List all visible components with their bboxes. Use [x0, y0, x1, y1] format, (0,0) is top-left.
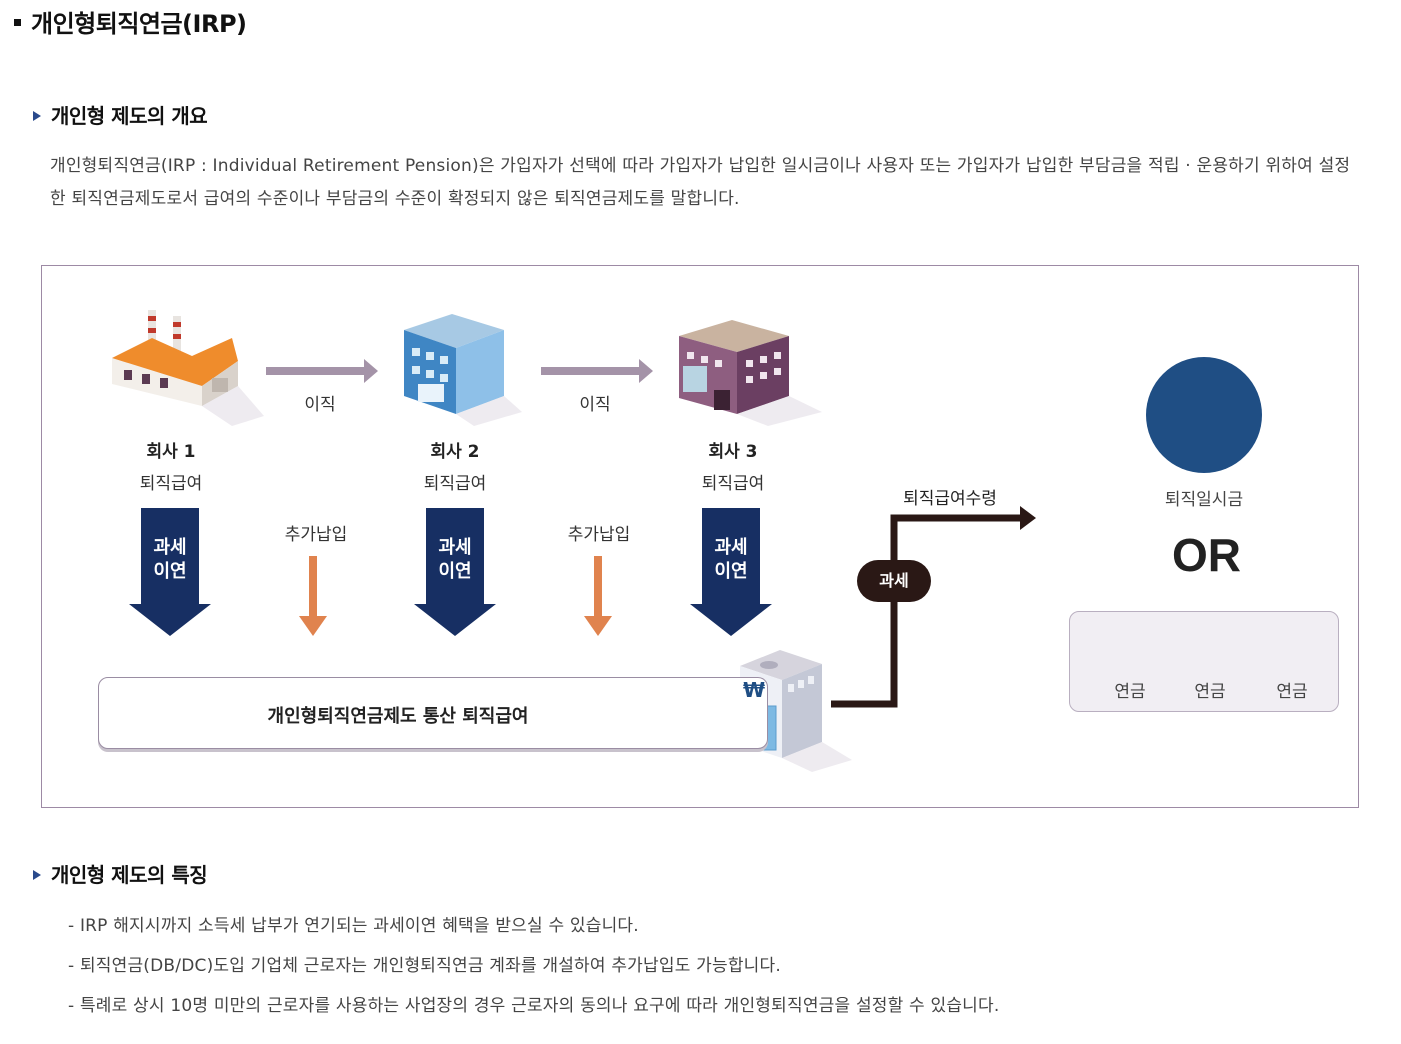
transfer-label-2: 이직: [579, 395, 611, 415]
annuity-label-3: 연금: [1276, 682, 1308, 702]
payout-label: 퇴직급여수령: [903, 489, 997, 509]
page-title: 개인형퇴직연금(IRP): [14, 4, 247, 39]
title-bullet: [14, 18, 21, 26]
transfer-arrow-2: [541, 359, 653, 383]
company-1-benefit: 퇴직급여: [139, 474, 203, 494]
payout-arrowhead: [1020, 506, 1036, 530]
company-2-name: 회사 2: [430, 442, 480, 462]
triangle-bullet-icon: [33, 870, 41, 880]
accumulated-benefit-bar: [98, 677, 768, 749]
tax-deferred-word-3b: 이연: [714, 561, 748, 582]
transfer-label-1: 이직: [304, 395, 336, 415]
company-2-benefit: 퇴직급여: [423, 474, 487, 494]
or-label: OR: [1172, 529, 1241, 581]
extra-payment-label-2: 추가납입: [567, 525, 631, 545]
tax-deferred-word-2a: 과세: [438, 537, 472, 558]
tax-deferred-word-1b: 이연: [153, 561, 187, 582]
payout-line: [831, 514, 1022, 708]
company-3-name: 회사 3: [708, 442, 758, 462]
extra-payment-arrow-2: [584, 556, 612, 636]
annuity-label-1: 연금: [1114, 682, 1146, 702]
office-building-purple-icon: [679, 320, 822, 426]
overview-paragraph: 개인형퇴직연금(IRP : Individual Retirement Pens…: [50, 156, 1351, 209]
tax-deferred-word-2b: 이연: [438, 561, 472, 582]
tax-badge: 과세: [857, 560, 931, 602]
features-heading-text: 개인형 제도의 특징: [51, 863, 208, 887]
office-building-blue-icon: [404, 314, 522, 426]
feature-item-1: - IRP 해지시까지 소득세 납부가 연기되는 과세이연 혜택을 받으실 수 …: [68, 916, 639, 936]
won-symbol-icon: ₩: [742, 678, 766, 702]
overview-heading: 개인형 제도의 개요: [33, 100, 208, 129]
company-1-name: 회사 1: [146, 442, 196, 462]
overview-heading-text: 개인형 제도의 개요: [51, 104, 208, 128]
tax-deferred-word-3a: 과세: [714, 537, 748, 558]
triangle-bullet-icon: [33, 111, 41, 121]
transfer-arrow-1: [266, 359, 378, 383]
page-title-text: 개인형퇴직연금(IRP): [31, 10, 247, 38]
feature-item-3: - 특례로 상시 10명 미만의 근로자를 사용하는 사업장의 경우 근로자의 …: [68, 996, 1000, 1016]
accumulated-benefit-label: 개인형퇴직연금제도 통산 퇴직급여: [267, 706, 529, 727]
extra-payment-label-1: 추가납입: [284, 525, 348, 545]
company-3-benefit: 퇴직급여: [701, 474, 765, 494]
annuity-box: [1069, 611, 1339, 712]
tax-deferred-word-1a: 과세: [153, 537, 187, 558]
lump-sum-label: 퇴직일시금: [1164, 490, 1244, 510]
extra-payment-arrow-1: [299, 556, 327, 636]
feature-item-2: - 퇴직연금(DB/DC)도입 기업체 근로자는 개인형퇴직연금 계좌를 개설하…: [68, 956, 781, 976]
factory-icon: [112, 310, 264, 426]
annuity-label-2: 연금: [1194, 682, 1226, 702]
lump-sum-circle: [1146, 357, 1262, 473]
features-heading: 개인형 제도의 특징: [33, 859, 208, 888]
